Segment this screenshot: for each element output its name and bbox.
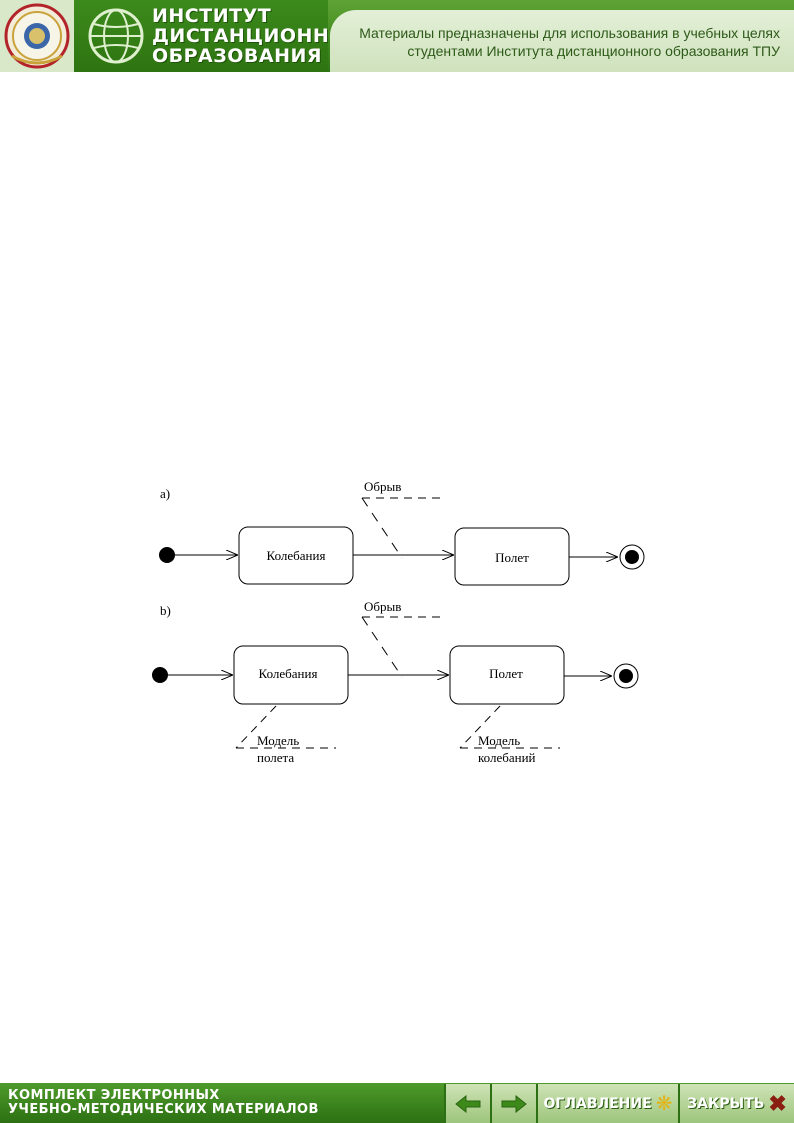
diagram-a-event-label: Обрыв [364, 479, 401, 494]
diagram-a-state-flight-label: Полет [495, 550, 529, 565]
diagram-a-event-leader [361, 497, 403, 559]
diagram-b-event-label: Обрыв [364, 599, 401, 614]
diagram-a: a) Обрыв Колебания Полет [159, 479, 645, 586]
diagram-b-note1-line1: Модель [257, 733, 299, 748]
diagram-b-note2-line2: колебаний [478, 750, 536, 765]
footer-title-line-1: КОМПЛЕКТ ЭЛЕКТРОННЫХ [8, 1088, 220, 1103]
diagram-b-state-oscillation-label: Колебания [259, 666, 318, 681]
footer-title-line-2: УЧЕБНО-МЕТОДИЧЕСКИХ МАТЕРИАЛОВ [8, 1102, 319, 1117]
university-emblem [0, 0, 74, 72]
back-button[interactable] [444, 1084, 490, 1123]
contents-button-label: ОГЛАВЛЕНИЕ [543, 1095, 652, 1112]
diagram-b-note2-leader [459, 705, 501, 749]
diagram-a-state-oscillation-label: Колебания [267, 548, 326, 563]
emblem-icon [4, 3, 70, 69]
diagram-b-note1-leader [235, 705, 277, 749]
diagram-b-initial-state [152, 667, 168, 683]
institute-line-2: ДИСТАНЦИОННОГО [152, 25, 376, 47]
close-button-label: ЗАКРЫТЬ [687, 1095, 765, 1112]
notice-line-2: студентами Института дистанционного обра… [407, 43, 780, 59]
institute-name: ИНСТИТУТ ДИСТАНЦИОННОГО ОБРАЗОВАНИЯ [152, 5, 376, 67]
arrow-left-icon [455, 1094, 481, 1113]
diagram-a-label: a) [160, 486, 170, 501]
diagram-b: b) Обрыв Колебания Полет Модель полета М… [152, 599, 639, 765]
institute-line-3: ОБРАЗОВАНИЯ [152, 45, 323, 67]
usage-notice: Материалы предназначены для использовани… [330, 10, 794, 72]
close-button[interactable]: ЗАКРЫТЬ ✖ [678, 1084, 794, 1123]
globe-icon [88, 8, 144, 64]
diagram-b-note2-line1: Модель [478, 733, 520, 748]
diagram-b-note1-line2: полета [257, 750, 294, 765]
contents-button[interactable]: ОГЛАВЛЕНИЕ ❋ [536, 1084, 678, 1123]
footer-title: КОМПЛЕКТ ЭЛЕКТРОННЫХ УЧЕБНО-МЕТОДИЧЕСКИХ… [8, 1089, 319, 1117]
diagram-b-state-flight-label: Полет [489, 666, 523, 681]
forward-button[interactable] [490, 1084, 536, 1123]
diagram-b-state-flight [449, 645, 565, 705]
notice-line-1: Материалы предназначены для использовани… [359, 25, 780, 41]
diagram-b-label: b) [160, 603, 171, 618]
site-header: ИНСТИТУТ ДИСТАНЦИОННОГО ОБРАЗОВАНИЯ Мате… [0, 0, 794, 72]
diagram-a-initial-state [159, 547, 175, 563]
institute-line-1: ИНСТИТУТ [152, 5, 272, 27]
arrow-right-icon [501, 1094, 527, 1113]
close-icon: ✖ [768, 1090, 787, 1116]
star-icon: ❋ [655, 1092, 673, 1115]
diagram-b-event-leader [361, 616, 403, 678]
